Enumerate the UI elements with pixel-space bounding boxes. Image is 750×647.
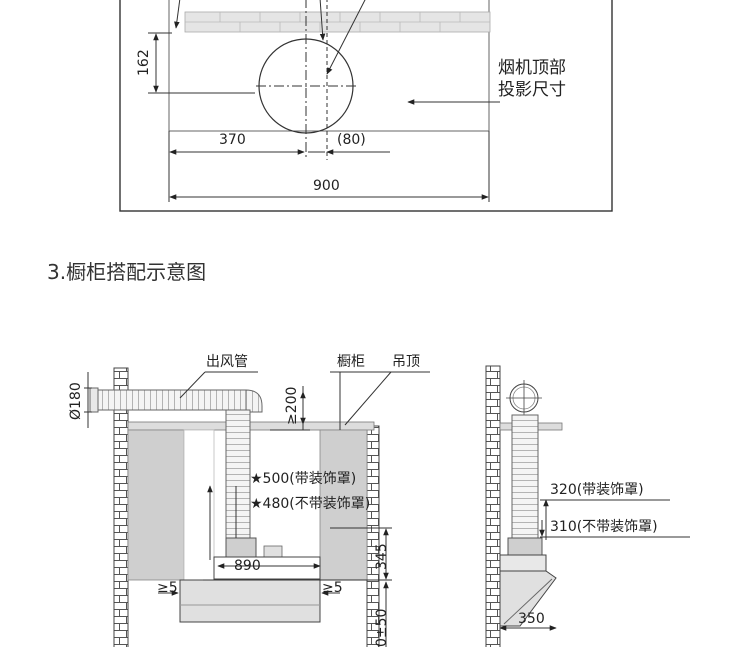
side-view [485,365,690,647]
hood-top-plate [213,556,321,580]
dim-80-label: (80) [337,132,366,148]
dim-370-label: 370 [219,132,246,148]
middle-cabinet-panel [183,429,215,581]
section-title: 3.橱柜搭配示意图 [47,260,207,284]
duct-diameter-label: Ø180 [68,382,84,420]
side-motor-housing [507,537,543,557]
projection-note-line2: 投影尺寸 [498,80,566,100]
gap-right-label: ≥5 [322,580,343,596]
vertical-duct [225,409,251,539]
motor-housing [225,537,257,559]
min-200-label: ≥200 [284,386,300,425]
height-500-label: ★500(带装饰罩) [250,471,357,487]
left-wall-cabinet [127,429,185,581]
hood-body [179,579,321,623]
ceiling-label: 吊顶 [392,354,420,370]
duct-label: 出风管 [206,354,248,370]
depth-310-label: 310(不带装饰罩) [550,519,658,535]
dim-162-label: 162 [136,49,152,76]
depth-350-label: 350 [518,611,545,627]
height-bottom-label: 0±50 [374,608,390,647]
front-view [84,367,430,647]
width-890-label: 890 [234,558,261,574]
side-vertical-duct [511,414,539,541]
height-345-label: 345 [374,543,390,570]
side-hood-body [499,570,557,627]
top-view [119,0,613,212]
projection-note-line1: 烟机顶部 [498,58,566,78]
right-wall-cabinet [319,429,368,581]
horizontal-duct [95,389,247,411]
side-brick-wall [485,365,501,647]
hood-top-outline [168,0,490,132]
cabinet-label: 橱柜 [337,354,365,370]
height-480-label: ★480(不带装饰罩) [250,496,371,512]
gap-left-label: ≥5 [157,580,178,596]
top-view-frame [119,0,613,212]
ceiling-slab [127,421,375,431]
depth-320-label: 320(带装饰罩) [550,482,644,498]
dim-900-label: 900 [313,178,340,194]
